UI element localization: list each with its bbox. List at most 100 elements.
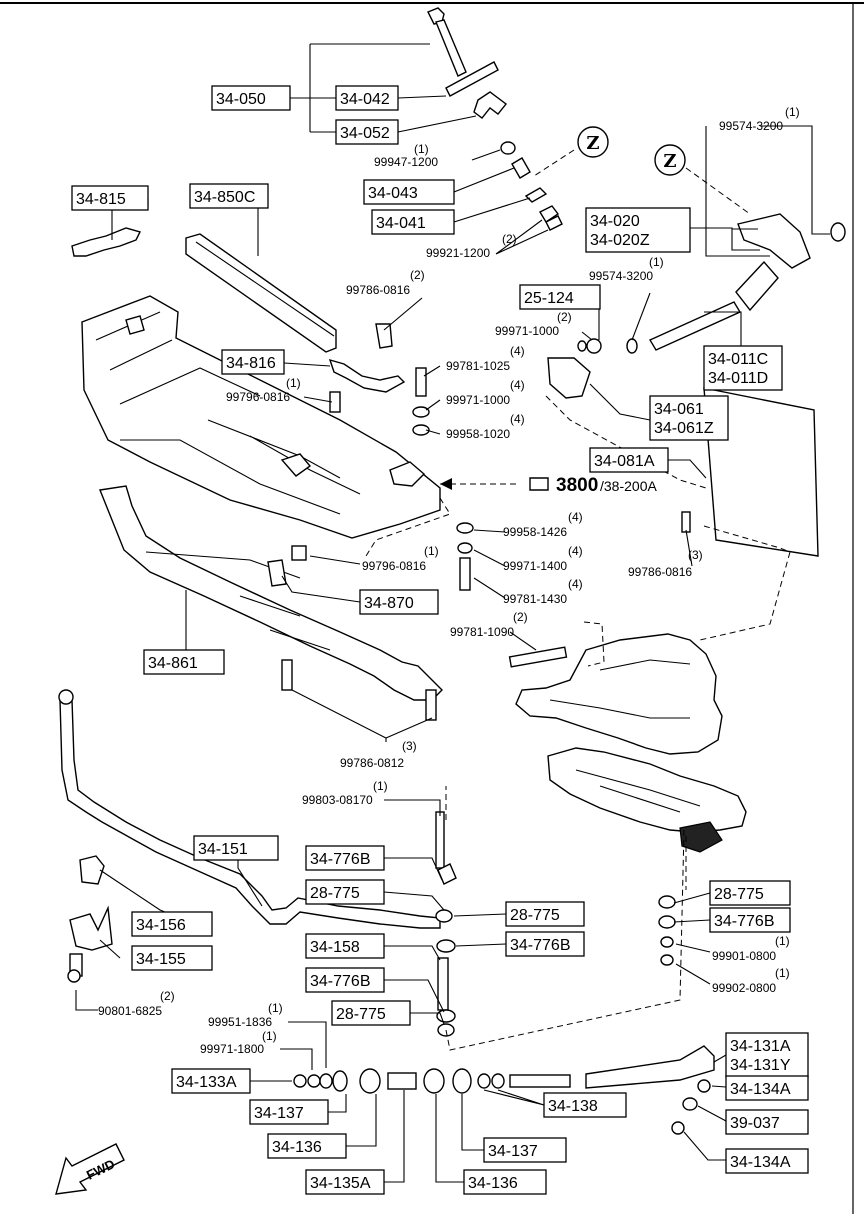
svg-text:34-133A: 34-133A <box>176 1074 237 1091</box>
hw-99971-a: 99971-1000 <box>495 324 559 338</box>
svg-text:34-137: 34-137 <box>488 1143 538 1160</box>
hw-99574-a: 99574-3200 <box>719 119 783 133</box>
qty-99803: (1) <box>373 779 388 793</box>
hw-99951: 99951-1836 <box>208 1015 272 1029</box>
hw-99786-a: 99786-0816 <box>346 283 410 297</box>
svg-text:34-042: 34-042 <box>340 91 390 108</box>
svg-text:34-776B: 34-776B <box>714 913 775 930</box>
hw-99574-b: 99574-3200 <box>589 269 653 283</box>
bolt-34-050-drawing <box>427 7 499 97</box>
qty-99781-a: (4) <box>510 344 525 358</box>
part-box-34-155[interactable]: 34-155 <box>131 945 213 971</box>
svg-text:34-136: 34-136 <box>272 1139 322 1156</box>
svg-text:34-061: 34-061 <box>654 401 704 418</box>
part-box-34-041[interactable]: 34-041 <box>371 209 455 235</box>
part-box-34-870[interactable]: 34-870 <box>359 589 439 615</box>
svg-text:34-870: 34-870 <box>364 595 414 612</box>
part-box-34-137-1[interactable]: 34-137 <box>249 1099 329 1125</box>
part-box-34-776b-3[interactable]: 34-776B <box>305 967 385 993</box>
svg-text:28-775: 28-775 <box>310 885 360 902</box>
z-reference-right: Z <box>654 144 686 176</box>
qty-99971-b: (4) <box>510 378 525 392</box>
part-box-34-131a[interactable]: 34-131A 34-131Y <box>725 1032 809 1078</box>
part-box-34-138[interactable]: 34-138 <box>543 1092 627 1118</box>
part-box-34-042[interactable]: 34-042 <box>335 85 399 111</box>
hw-99803: 99803-08170 <box>302 793 373 807</box>
hw-99786-b: 99786-0816 <box>628 565 692 579</box>
hw-99958-b: 99958-1426 <box>503 525 567 539</box>
leader-lines <box>75 43 830 1183</box>
part-box-34-861[interactable]: 34-861 <box>143 649 225 675</box>
svg-text:34-776B: 34-776B <box>510 937 571 954</box>
part-box-34-020[interactable]: 34-020 34-020Z <box>585 207 691 253</box>
part-box-34-151[interactable]: 34-151 <box>193 835 279 861</box>
part-box-34-850c[interactable]: 34-850C <box>189 183 269 209</box>
part-box-34-134a-1[interactable]: 34-134A <box>725 1075 809 1101</box>
svg-text:34-137: 34-137 <box>254 1105 304 1122</box>
part-box-34-052[interactable]: 34-052 <box>335 119 399 145</box>
part-box-34-136-2[interactable]: 34-136 <box>463 1169 547 1195</box>
part-box-34-776b-2[interactable]: 34-776B <box>505 931 585 957</box>
part-box-34-081a[interactable]: 34-081A <box>589 447 669 473</box>
qty-99971-a: (2) <box>557 310 572 324</box>
part-box-34-776b-1[interactable]: 34-776B <box>305 845 385 871</box>
bump-stop-bracket-drawing <box>547 357 819 557</box>
qty-99971-c: (4) <box>568 544 583 558</box>
part-box-34-776b-r[interactable]: 34-776B <box>709 907 791 933</box>
part-box-34-815[interactable]: 34-815 <box>71 185 149 211</box>
svg-text:34-081A: 34-081A <box>594 453 655 470</box>
qty-99781-b: (4) <box>568 577 583 591</box>
svg-text:34-011C: 34-011C <box>708 351 768 368</box>
svg-text:34-134A: 34-134A <box>730 1081 791 1098</box>
hw-99901: 99901-0800 <box>712 949 776 963</box>
z-reference-top: Z <box>577 126 609 158</box>
hw-99921: 99921-1200 <box>426 246 490 260</box>
part-box-25-124[interactable]: 25-124 <box>519 284 601 310</box>
svg-text:34-816: 34-816 <box>226 355 276 372</box>
svg-text:34-134A: 34-134A <box>730 1154 791 1171</box>
part-box-34-050[interactable]: 34-050 <box>211 85 291 111</box>
svg-text:34-155: 34-155 <box>136 951 186 968</box>
clip-34-052-drawing <box>473 91 507 119</box>
part-box-34-156[interactable]: 34-156 <box>131 911 213 937</box>
qty-99796-b: (1) <box>424 544 439 558</box>
svg-text:Z: Z <box>586 133 599 154</box>
svg-text:34-861: 34-861 <box>148 655 198 672</box>
qty-99958-b: (4) <box>568 510 583 524</box>
part-box-34-133a[interactable]: 34-133A <box>171 1068 251 1094</box>
hw-99958-a: 99958-1020 <box>446 427 510 441</box>
hardware-labels: (1) 99574-3200 (1) 99947-1200 (2) 99921-… <box>98 105 800 1056</box>
right-nuts-drawing <box>658 895 676 966</box>
nut-34-043-drawing <box>500 141 563 231</box>
part-box-28-775-3[interactable]: 28-775 <box>331 1000 411 1026</box>
svg-text:34-815: 34-815 <box>76 191 126 208</box>
svg-text:34-131Y: 34-131Y <box>730 1057 791 1074</box>
part-box-34-135a[interactable]: 34-135A <box>305 1169 385 1195</box>
part-box-34-043[interactable]: 34-043 <box>363 179 455 205</box>
part-box-28-775-r[interactable]: 28-775 <box>709 880 791 906</box>
qty-99786-c: (3) <box>402 739 417 753</box>
part-box-34-816[interactable]: 34-816 <box>221 349 285 375</box>
svg-text:34-131A: 34-131A <box>730 1038 791 1055</box>
part-box-28-775-2[interactable]: 28-775 <box>505 901 585 927</box>
part-box-34-158[interactable]: 34-158 <box>305 933 385 959</box>
part-box-34-134a-2[interactable]: 34-134A <box>725 1148 809 1174</box>
qty-99786-b: (3) <box>688 548 703 562</box>
svg-text:34-020: 34-020 <box>590 213 640 230</box>
qty-99947: (1) <box>414 142 429 156</box>
part-box-34-136-1[interactable]: 34-136 <box>267 1133 347 1159</box>
svg-text:34-020Z: 34-020Z <box>590 232 650 249</box>
qty-99901: (1) <box>775 934 790 948</box>
shield-34-850c-drawing <box>185 233 337 353</box>
hw-99947: 99947-1200 <box>374 155 438 169</box>
part-box-39-037[interactable]: 39-037 <box>725 1109 809 1135</box>
part-box-34-137-2[interactable]: 34-137 <box>483 1137 567 1163</box>
svg-text:34-776B: 34-776B <box>310 973 371 990</box>
part-box-28-775-1[interactable]: 28-775 <box>305 879 385 905</box>
fwd-arrow: FWD <box>55 1143 125 1195</box>
svg-text:34-158: 34-158 <box>310 939 360 956</box>
svg-text:34-043: 34-043 <box>368 185 418 202</box>
